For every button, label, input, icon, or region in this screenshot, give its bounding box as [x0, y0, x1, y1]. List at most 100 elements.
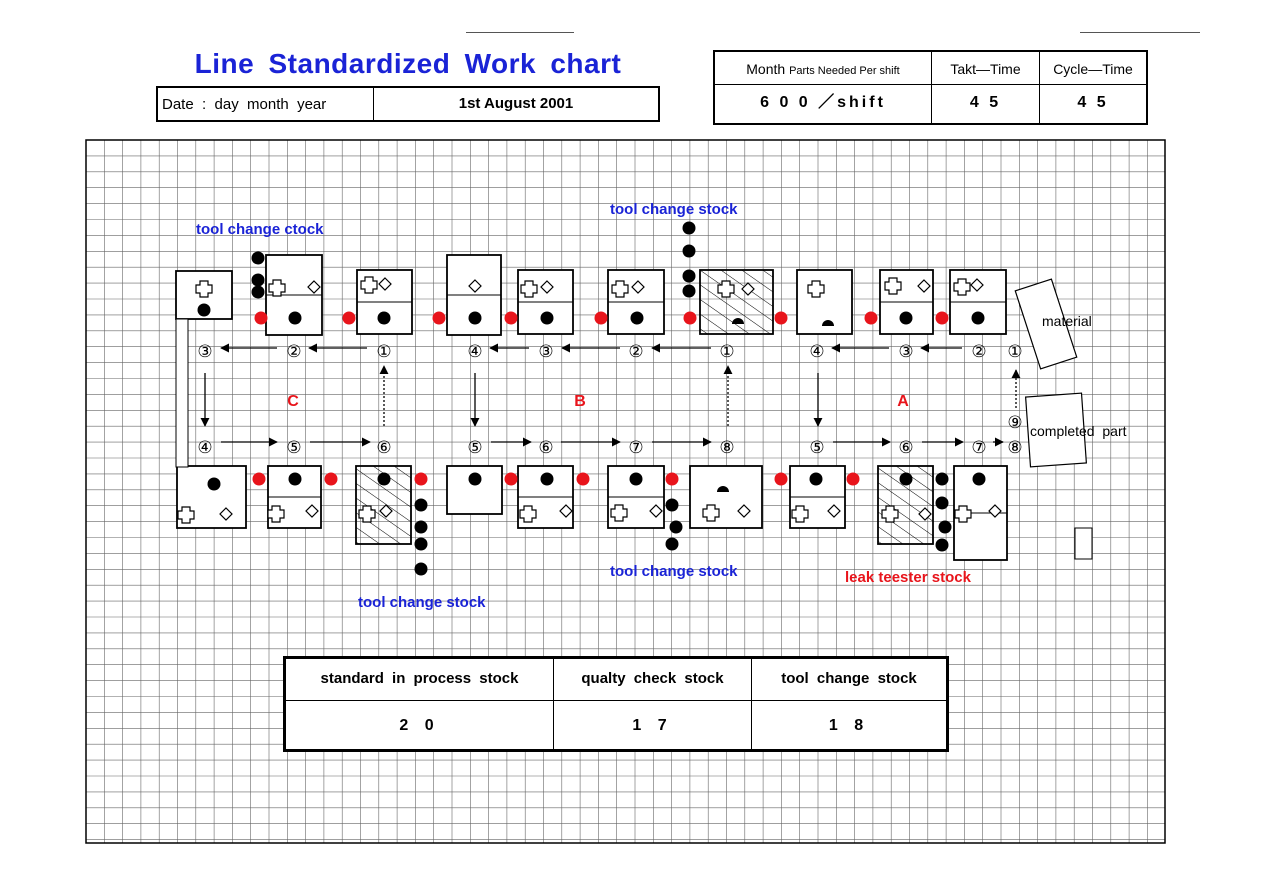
red-stock-dot-icon: [774, 311, 788, 325]
machine-box: [689, 465, 763, 529]
diamond-icon: [970, 278, 984, 292]
date-label: Date : day month year: [158, 88, 374, 120]
stock-dot-icon: [665, 537, 679, 551]
standard-in-process-stock-header: standard in process stock: [286, 659, 554, 701]
cross-shape-icon: [884, 277, 902, 295]
cross-shape-icon: [611, 280, 629, 298]
machines-layer: [175, 254, 1008, 561]
cross-shape-icon: [954, 505, 972, 523]
completed-part-box: [1024, 392, 1088, 468]
machine: [789, 465, 846, 529]
step-bottom-5: ⑥: [538, 438, 553, 457]
red-stock-dot-icon: [683, 311, 697, 325]
stock-dot-icon: [414, 498, 428, 512]
machine: [699, 269, 774, 335]
page-title: Line Standardized Work chart: [194, 48, 622, 79]
cycle-time-label: Cycle—Time: [1040, 52, 1146, 85]
stock-dot-icon: [630, 311, 644, 325]
red-stock-dot-icon: [504, 311, 518, 325]
top-rule-right: [1080, 32, 1200, 33]
stock-dot-icon: [251, 251, 265, 265]
stock-dot-icon: [414, 520, 428, 534]
red-stock-dot-icon: [324, 472, 338, 486]
standard-in-process-stock-value: 2 0: [286, 701, 554, 751]
red-stock-dot-icon: [252, 472, 266, 486]
stock-dot-icon: [682, 284, 696, 298]
cross-shape-icon: [881, 505, 899, 523]
stock-dot-icon: [935, 496, 949, 510]
tool-change-stock-value: 1 8: [828, 717, 870, 734]
stock-dot-icon: [414, 537, 428, 551]
diamond-icon: [378, 277, 392, 291]
step-top-11: ①: [1007, 342, 1022, 361]
section-a-label: A: [897, 393, 909, 410]
stock-dot-icon: [197, 303, 211, 317]
leak-tester-stock-label: leak teester stock: [845, 569, 972, 586]
parts-needed-label: Month Parts Needed Per shift: [715, 52, 932, 85]
diamond-icon: [540, 280, 554, 294]
diamond-icon: [468, 279, 482, 293]
stock-dot-icon: [251, 285, 265, 299]
stock-dot-icon: [665, 498, 679, 512]
machine: [265, 254, 323, 336]
diamond-icon: [918, 507, 932, 521]
stock-dot-icon: [207, 477, 221, 491]
diamond-icon: [631, 280, 645, 294]
takt-header-table: Month Parts Needed Per shift Takt—Time C…: [713, 50, 1148, 125]
diamond-icon: [737, 504, 751, 518]
step-top-8: ④: [809, 342, 824, 361]
stock-dot-icon: [682, 244, 696, 258]
diamond-icon: [917, 279, 931, 293]
stock-dot-icon: [971, 311, 985, 325]
cross-shape-icon: [807, 280, 825, 298]
quality-check-stock-header: qualty check stock: [554, 659, 752, 701]
stock-dot-icon: [288, 311, 302, 325]
cycle-time-value: 4 5: [1077, 93, 1109, 111]
stock-dot-icon: [288, 472, 302, 486]
stock-dot-icon: [468, 472, 482, 486]
machine: [355, 465, 412, 545]
red-stock-dot-icon: [774, 472, 788, 486]
section-c-label: C: [287, 393, 299, 410]
stock-summary-table: standard in process stock qualty check s…: [283, 656, 949, 752]
stock-dot-icon: [899, 311, 913, 325]
takt-time-value: 4 5: [932, 84, 1040, 123]
stock-dot-icon: [540, 311, 554, 325]
step-top-4: ④: [467, 342, 482, 361]
diamond-icon: [741, 282, 755, 296]
cross-shape-icon: [267, 505, 285, 523]
step-bottom-3: ⑥: [376, 438, 391, 457]
step-bottom-6: ⑦: [628, 438, 643, 457]
red-stock-dot-icon: [576, 472, 590, 486]
red-stock-dot-icon: [864, 311, 878, 325]
step-top-2: ②: [286, 342, 301, 361]
red-stock-dot-icon: [342, 311, 356, 325]
parts-needed-value: 6 0 0 ／shift: [715, 84, 932, 123]
stock-dot-icon: [938, 520, 952, 534]
cross-shape-icon: [520, 280, 538, 298]
red-stock-dot-icon: [935, 311, 949, 325]
half-dot-icon: [717, 486, 729, 492]
stock-dot-icon: [972, 472, 986, 486]
cross-shape-icon: [953, 278, 971, 296]
stock-dot-icon: [629, 472, 643, 486]
top-rule-left: [466, 32, 574, 33]
stock-dot-icon: [682, 269, 696, 283]
machine: [877, 465, 934, 545]
machine: [879, 269, 934, 335]
stock-dot-icon: [669, 520, 683, 534]
step-bottom-11: ⑧: [1007, 438, 1022, 457]
machine: [796, 269, 853, 335]
stock-dot-icon: [935, 472, 949, 486]
cross-shape-icon: [702, 504, 720, 522]
step-bottom-10: ⑦: [971, 438, 986, 457]
tool-change-stock-mid-label: tool change stock: [610, 563, 738, 580]
diamond-icon: [559, 504, 573, 518]
machine: [446, 254, 502, 336]
machine: [949, 269, 1007, 335]
step-bottom-1: ④: [197, 438, 212, 457]
machine: [953, 465, 1008, 561]
diamond-icon: [379, 504, 393, 518]
quality-check-stock-value: 1 7: [554, 701, 752, 751]
step-top-5: ③: [538, 342, 553, 361]
